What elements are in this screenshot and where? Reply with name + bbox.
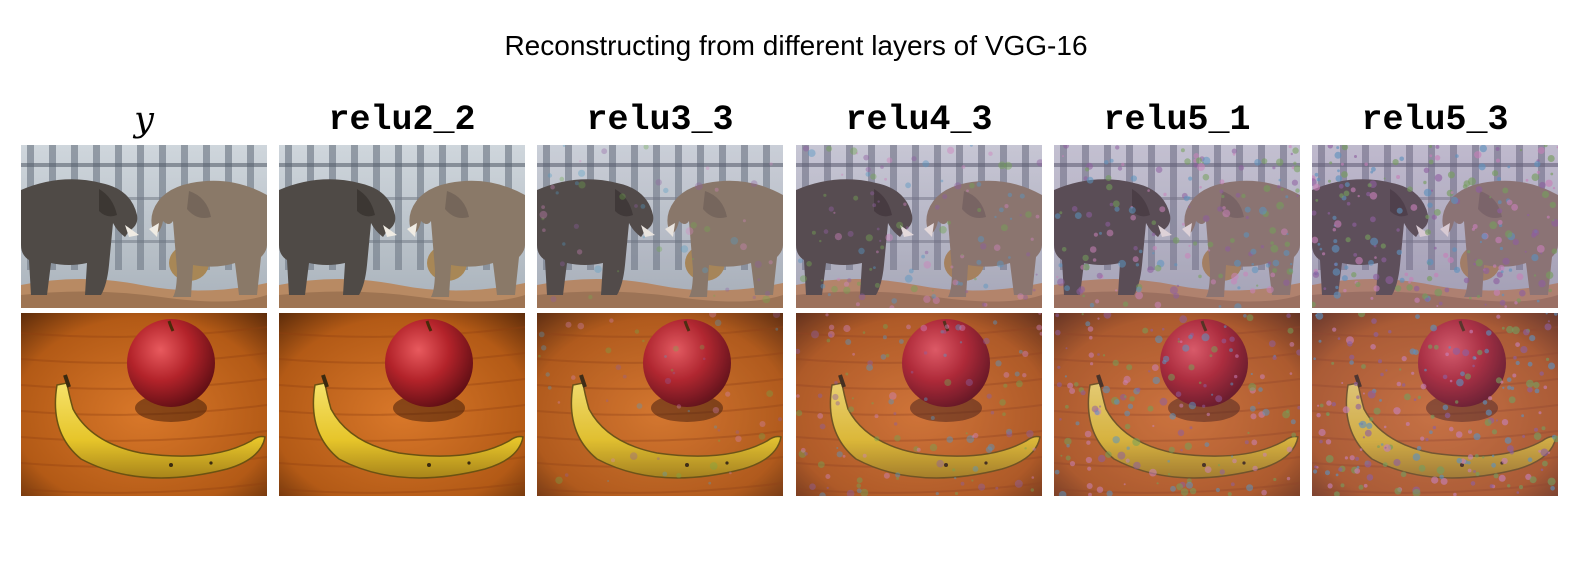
fruit-tile [279, 313, 525, 496]
column-label: relu5_3 [1361, 100, 1509, 140]
elephant-tile [796, 145, 1042, 308]
apple-banana-image [1312, 313, 1558, 496]
apple-banana-image [21, 313, 267, 496]
elephant-tile [1054, 145, 1300, 308]
figure-title: Reconstructing from different layers of … [504, 30, 1088, 61]
fruit-tile [537, 313, 783, 496]
fruit-tile [1312, 313, 1558, 496]
apple-banana-image [1054, 313, 1300, 496]
elephant-image [279, 145, 525, 308]
fruit-tile [21, 313, 267, 496]
elephant-image [21, 145, 267, 308]
column-label: relu4_3 [845, 100, 993, 140]
elephant-tile [279, 145, 525, 308]
elephant-tile [21, 145, 267, 308]
elephant-image [1312, 145, 1558, 308]
elephant-tile [1312, 145, 1558, 308]
elephant-image [537, 145, 783, 308]
column-label: relu3_3 [586, 100, 734, 140]
column-label: y [134, 100, 154, 140]
apple-banana-image [279, 313, 525, 496]
elephant-image [796, 145, 1042, 308]
fruit-tile [796, 313, 1042, 496]
elephant-tile [537, 145, 783, 308]
apple-banana-image [796, 313, 1042, 496]
apple-banana-image [537, 313, 783, 496]
elephant-image [1054, 145, 1300, 308]
fruit-tile [1054, 313, 1300, 496]
column-label: relu5_1 [1103, 100, 1251, 140]
column-label: relu2_2 [328, 100, 476, 140]
